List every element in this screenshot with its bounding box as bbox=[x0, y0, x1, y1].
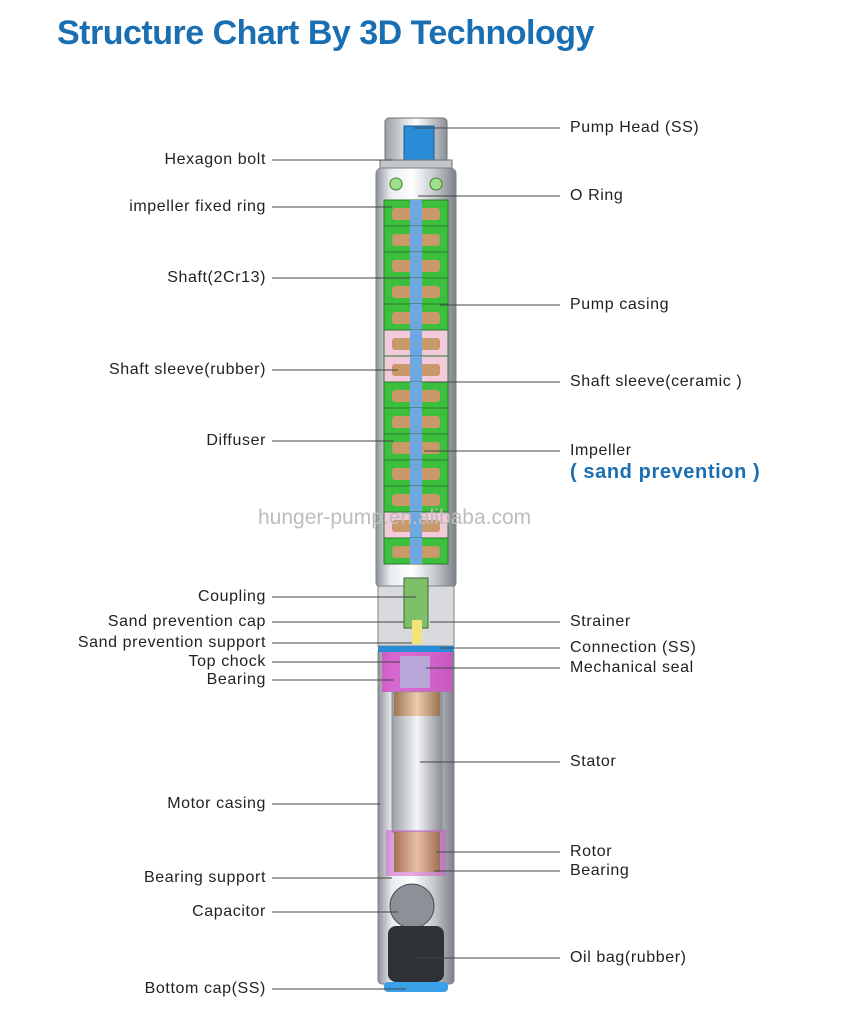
rotor bbox=[386, 830, 446, 876]
label-top-chock: Top chock bbox=[188, 653, 266, 670]
label-pump-casing: Pump casing bbox=[570, 296, 670, 313]
label-stator: Stator bbox=[570, 753, 617, 770]
impeller-stage bbox=[383, 199, 449, 227]
label-shaft-sleeve-rubber: Shaft sleeve(rubber) bbox=[109, 361, 266, 378]
label-impeller: Impeller bbox=[570, 442, 632, 459]
impeller-stage bbox=[383, 459, 449, 487]
impeller-stack bbox=[383, 199, 449, 565]
label-sand-prevention-support: Sand prevention support bbox=[77, 634, 266, 651]
label-pump-head: Pump Head (SS) bbox=[570, 119, 700, 136]
strainer bbox=[377, 577, 455, 647]
label-connection: Connection (SS) bbox=[570, 639, 697, 656]
label-impeller-fixed-ring: impeller fixed ring bbox=[129, 198, 266, 215]
leader-lines bbox=[272, 127, 560, 990]
label-mechanical-seal: Mechanical seal bbox=[570, 659, 694, 676]
impeller-stage bbox=[383, 433, 449, 461]
impeller-stage bbox=[383, 381, 449, 409]
pump-head bbox=[379, 117, 453, 171]
label-bottom-cap: Bottom cap(SS) bbox=[144, 980, 266, 997]
label-rotor: Rotor bbox=[570, 843, 613, 860]
label-bearing-lower: Bearing bbox=[570, 862, 630, 879]
label-strainer: Strainer bbox=[570, 613, 631, 630]
watermark: hunger-pump.en.alibaba.com bbox=[258, 506, 532, 529]
impeller-stage bbox=[383, 251, 449, 279]
impeller-stage bbox=[383, 355, 449, 383]
label-o-ring: O Ring bbox=[570, 187, 624, 204]
label-diffuser: Diffuser bbox=[206, 432, 266, 449]
impeller-stage bbox=[383, 303, 449, 331]
impeller-stage bbox=[383, 277, 449, 305]
label-shaft-sleeve-ceramic: Shaft sleeve(ceramic ) bbox=[570, 373, 743, 390]
label-hexagon-bolt: Hexagon bolt bbox=[164, 151, 266, 168]
label-sand-prevention-cap: Sand prevention cap bbox=[107, 613, 266, 630]
impeller-stage bbox=[383, 225, 449, 253]
label-coupling: Coupling bbox=[198, 588, 266, 605]
label-capacitor: Capacitor bbox=[192, 903, 266, 920]
oil-bag bbox=[384, 926, 448, 992]
impeller-stage bbox=[383, 537, 449, 565]
label-shaft: Shaft(2Cr13) bbox=[167, 269, 266, 286]
label-bearing-support: Bearing support bbox=[144, 869, 266, 886]
capacitor bbox=[389, 883, 435, 929]
stator-body bbox=[391, 691, 443, 833]
impeller-stage bbox=[383, 407, 449, 435]
mechanical-seal bbox=[378, 646, 454, 692]
page-title: Structure Chart By 3D Technology bbox=[57, 14, 594, 52]
label-sand-prevention-note: ( sand prevention ) bbox=[570, 461, 761, 483]
label-motor-casing: Motor casing bbox=[167, 795, 266, 812]
label-bearing-upper: Bearing bbox=[206, 671, 266, 688]
impeller-stage bbox=[383, 511, 449, 539]
label-oil-bag: Oil bag(rubber) bbox=[570, 949, 687, 966]
impeller-stage bbox=[383, 329, 449, 357]
